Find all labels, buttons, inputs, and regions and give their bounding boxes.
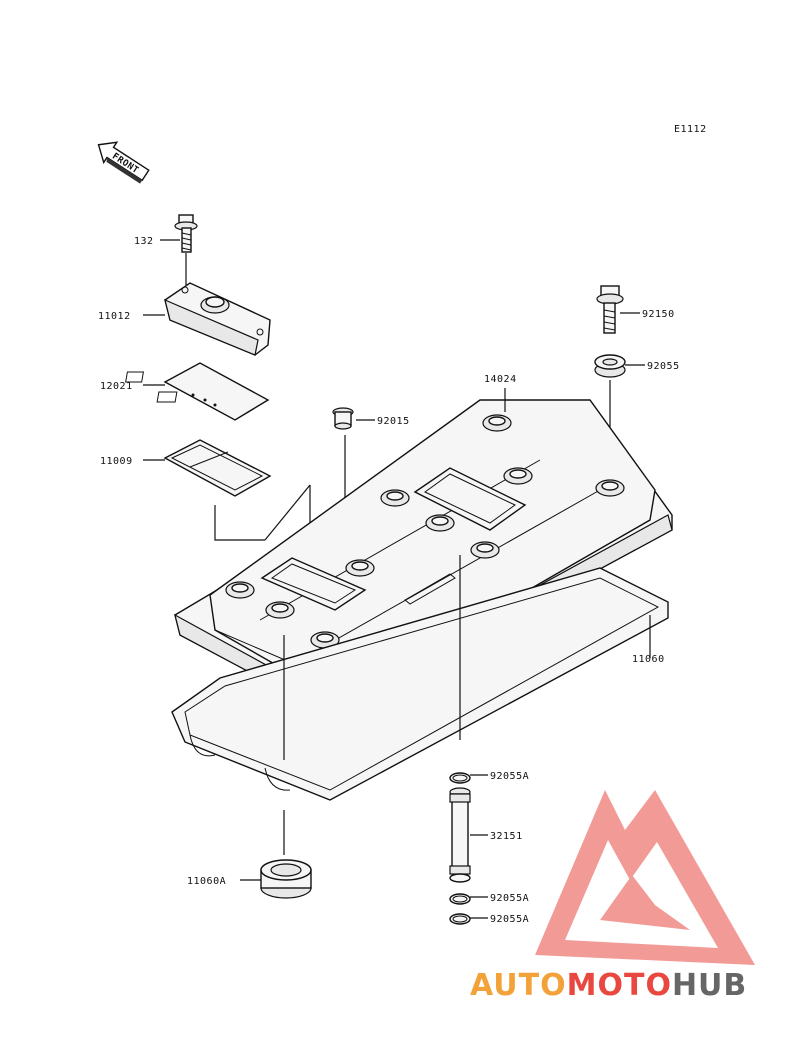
plug-gasket-11060A <box>260 859 312 899</box>
part-label-92055A-mid: 92055A <box>490 893 529 904</box>
part-label-11012: 11012 <box>98 311 131 322</box>
watermark-logo <box>535 790 755 965</box>
reed-plate-12021 <box>125 362 270 421</box>
o-ring-92055A-mid <box>449 893 471 905</box>
part-label-92055A-top: 92055A <box>490 771 529 782</box>
pipe-32151 <box>449 787 471 883</box>
part-label-11009: 11009 <box>100 456 133 467</box>
breather-gasket-11009 <box>163 439 272 497</box>
part-label-92015: 92015 <box>377 416 410 427</box>
watermark-text: AUTOMOTOHUB <box>470 968 747 1003</box>
part-label-92055: 92055 <box>647 361 680 372</box>
seal-washer-92055 <box>594 354 626 378</box>
part-label-14024: 14024 <box>484 374 517 385</box>
part-label-11060A: 11060A <box>187 876 226 887</box>
part-label-11060: 11060 <box>632 654 665 665</box>
o-ring-92055A-bottom <box>449 913 471 925</box>
head-cover-gasket-11060 <box>171 567 669 801</box>
part-label-92055A-bottom: 92055A <box>490 914 529 925</box>
diagram-code: E1112 <box>674 124 707 135</box>
part-label-132: 132 <box>134 236 154 247</box>
bolt-132 <box>174 214 198 253</box>
part-label-92150: 92150 <box>642 309 675 320</box>
part-label-12021: 12021 <box>100 381 133 392</box>
watermark-hub: HUB <box>672 968 747 1003</box>
bolt-92150 <box>596 285 624 334</box>
front-arrow-icon: FRONT <box>97 141 150 184</box>
o-ring-92055A-top <box>449 772 471 784</box>
grommet-92015 <box>332 407 354 430</box>
svg-text:AUTOMOTOHUB: AUTOMOTOHUB <box>470 968 747 1003</box>
plug-holes <box>225 414 625 649</box>
part-label-32151: 32151 <box>490 831 523 842</box>
watermark-moto: MOTO <box>567 968 672 1003</box>
watermark-auto: AUTO <box>470 968 567 1003</box>
breather-cover-11012 <box>164 282 271 356</box>
